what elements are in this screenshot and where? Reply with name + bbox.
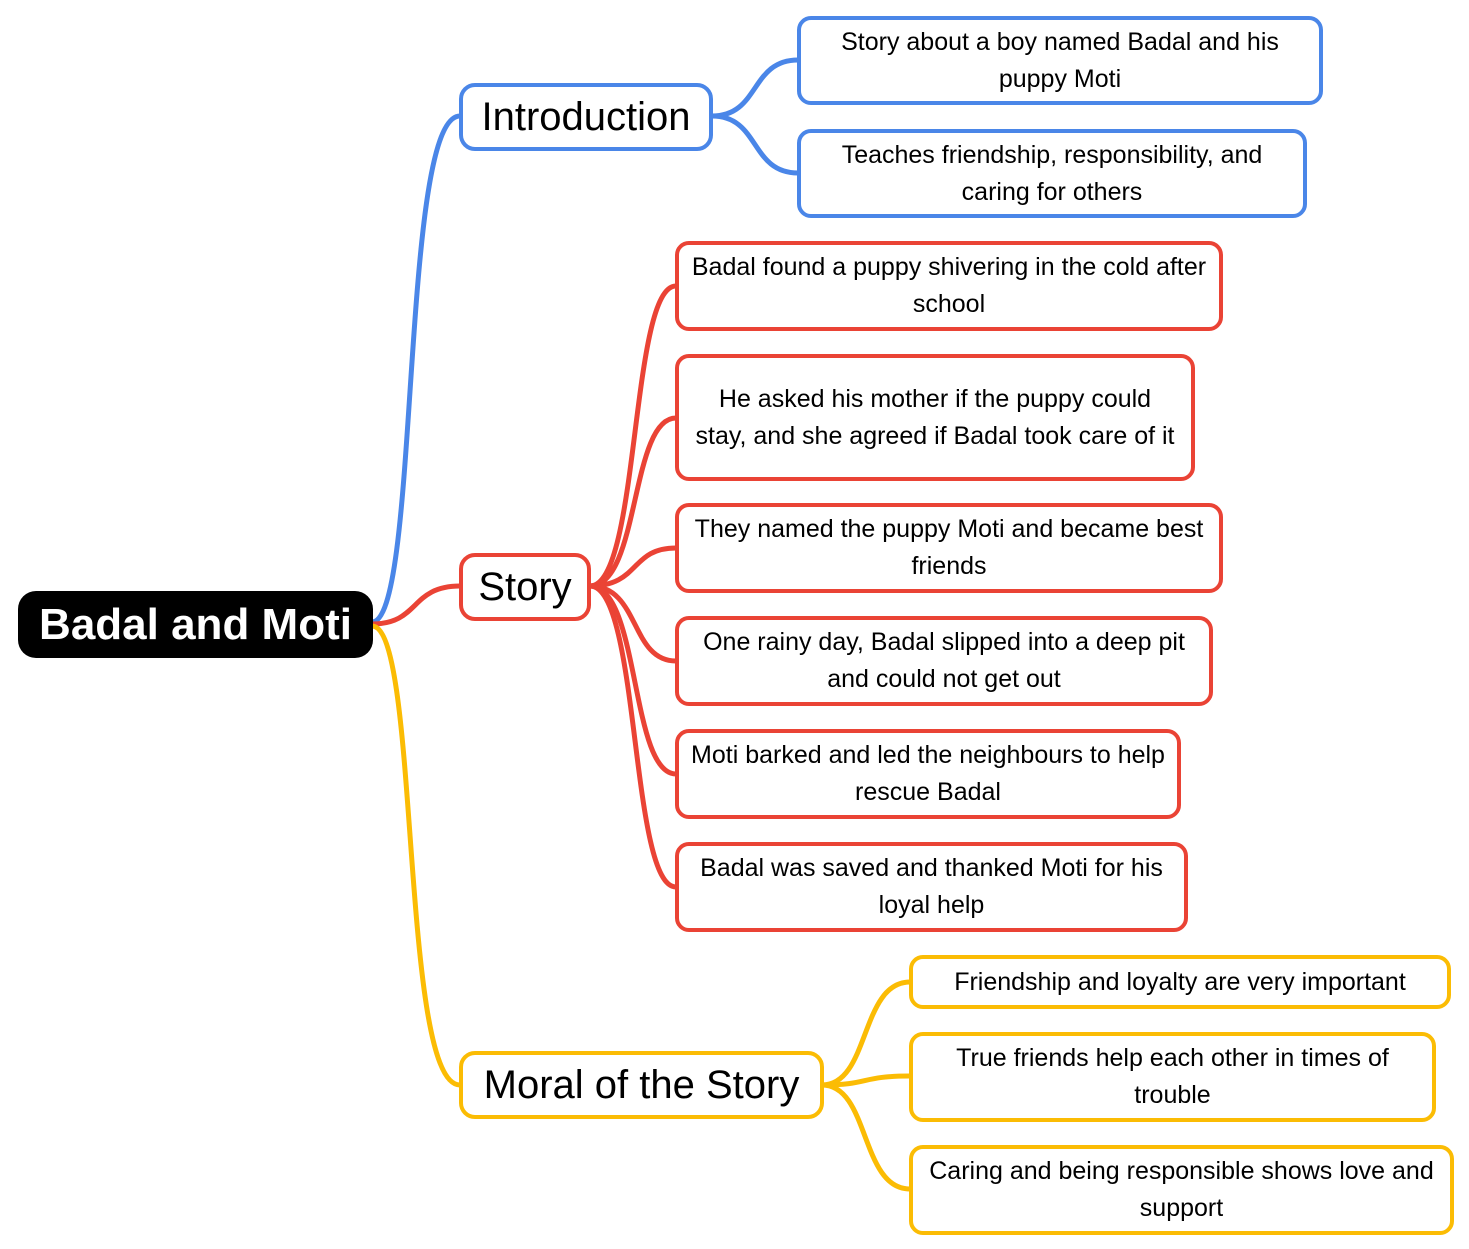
root-label: Badal and Moti — [39, 599, 352, 649]
leaf-story-5[interactable]: Moti barked and led the neighbours to he… — [675, 729, 1181, 819]
leaf-text: Friendship and loyalty are very importan… — [954, 967, 1406, 996]
link-root-moral — [371, 623, 461, 1088]
leaf-text: One rainy day, Badal slipped into a deep… — [703, 628, 1185, 693]
link-intro-1 — [711, 57, 799, 119]
link-story-3 — [589, 545, 677, 589]
leaf-text: True friends help each other in times of… — [956, 1044, 1389, 1109]
leaf-text: Moti barked and led the neighbours to he… — [691, 741, 1165, 806]
link-moral-2 — [821, 1073, 911, 1088]
leaf-text: They named the puppy Moti and became bes… — [694, 515, 1204, 580]
leaf-story-1[interactable]: Badal found a puppy shivering in the col… — [675, 241, 1223, 331]
leaf-text: Teaches friendship, responsibility, and … — [841, 140, 1263, 206]
branch-story[interactable]: Story — [459, 553, 591, 621]
link-story-4 — [589, 583, 677, 664]
leaf-text: Badal found a puppy shivering in the col… — [691, 253, 1207, 318]
link-intro-2 — [711, 113, 799, 176]
link-story-5 — [589, 583, 677, 777]
leaf-story-3[interactable]: They named the puppy Moti and became bes… — [675, 503, 1223, 593]
branch-story-label: Story — [478, 564, 572, 609]
leaf-moral-1[interactable]: Friendship and loyalty are very importan… — [909, 955, 1451, 1009]
link-story-1 — [589, 283, 677, 589]
link-moral-3 — [821, 1082, 911, 1192]
leaf-story-6[interactable]: Badal was saved and thanked Moti for his… — [675, 842, 1188, 932]
link-moral-1 — [821, 979, 911, 1088]
leaf-text: He asked his mother if the puppy could s… — [695, 384, 1175, 450]
leaf-text: Badal was saved and thanked Moti for his… — [700, 854, 1163, 919]
branch-moral[interactable]: Moral of the Story — [459, 1051, 824, 1119]
link-root-story — [371, 583, 461, 627]
leaf-introduction-1[interactable]: Story about a boy named Badal and his pu… — [797, 16, 1323, 105]
branch-introduction[interactable]: Introduction — [459, 83, 713, 151]
link-story-2 — [589, 415, 677, 589]
branch-moral-label: Moral of the Story — [483, 1062, 800, 1107]
link-root-introduction — [371, 113, 461, 625]
leaf-introduction-2[interactable]: Teaches friendship, responsibility, and … — [797, 129, 1307, 218]
leaf-moral-2[interactable]: True friends help each other in times of… — [909, 1032, 1436, 1122]
leaf-text: Story about a boy named Badal and his pu… — [841, 27, 1279, 93]
leaf-story-2[interactable]: He asked his mother if the puppy could s… — [675, 354, 1195, 481]
leaf-story-4[interactable]: One rainy day, Badal slipped into a deep… — [675, 616, 1213, 706]
leaf-text: Caring and being responsible shows love … — [929, 1157, 1434, 1222]
root-node[interactable]: Badal and Moti — [18, 591, 373, 658]
link-story-6 — [589, 583, 677, 890]
leaf-moral-3[interactable]: Caring and being responsible shows love … — [909, 1145, 1454, 1235]
branch-introduction-label: Introduction — [481, 94, 691, 139]
